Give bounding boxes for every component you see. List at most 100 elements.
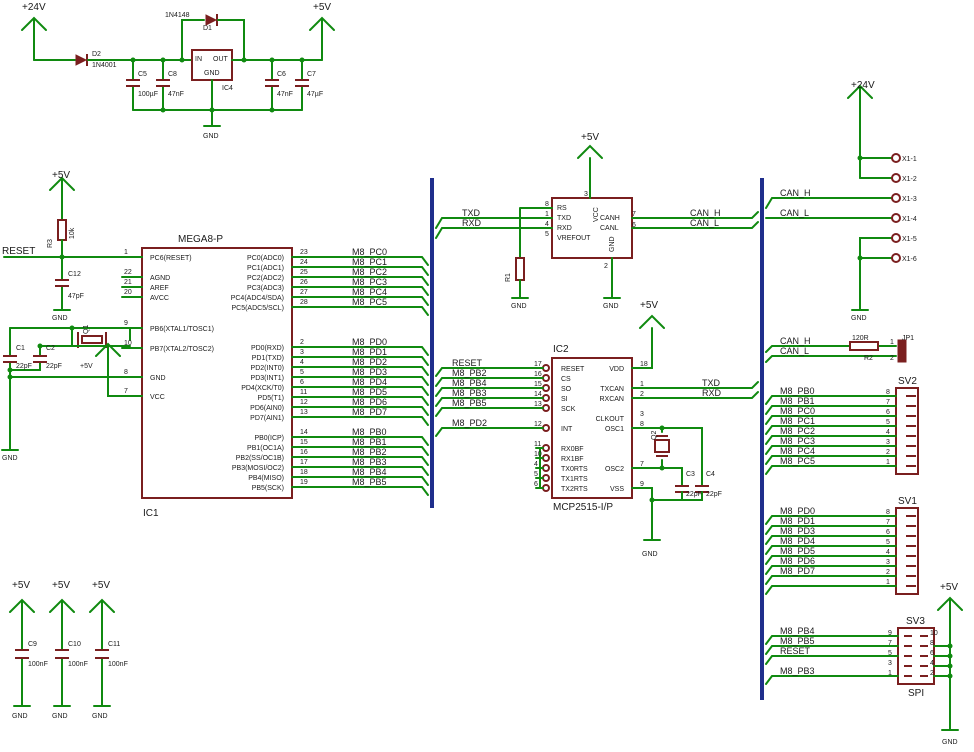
ic1-left-pin-num: 7 bbox=[124, 388, 128, 395]
r1-ref: R1 bbox=[505, 273, 512, 282]
can-transceiver: +5V RS TXD RXD VREFOUT 8 1 4 5 VCC GND C… bbox=[435, 132, 759, 310]
ic1-left-pin-name: PB7(XTAL2/TOSC2) bbox=[150, 346, 214, 353]
ic2-left-pin-num: 11 bbox=[534, 441, 541, 448]
sv3-pin-right-num: 10 bbox=[930, 630, 938, 637]
sv3-pin-left-num: 3 bbox=[888, 660, 892, 667]
sv3-pin-left-num: 7 bbox=[888, 640, 892, 647]
jp1-termination: 120R R2 CAN_H CAN_L JP1 1 2 bbox=[765, 335, 914, 363]
x1-gnd-label: GND bbox=[851, 315, 867, 322]
header-pin-num: 6 bbox=[886, 409, 890, 416]
ic2-right-pin-num: 7 bbox=[640, 461, 644, 468]
header-pin-num: 1 bbox=[886, 579, 890, 586]
ic2-net-label: M8_PD2 bbox=[452, 418, 487, 428]
ic2-left-pin-name: INT bbox=[561, 426, 573, 433]
sv3-pin-left-num: 5 bbox=[888, 650, 892, 657]
header-pin-num: 8 bbox=[886, 389, 890, 396]
ic1-part-label: MEGA8-P bbox=[178, 234, 223, 245]
ic2-right-pin-num: 3 bbox=[640, 411, 644, 418]
header-net-label: M8_PC2 bbox=[780, 426, 815, 436]
xcvr-pin-6-num: 6 bbox=[632, 222, 636, 229]
bypass-gnd-label: GND bbox=[92, 713, 108, 720]
header-wire bbox=[765, 585, 897, 595]
ic1-right-net-wire bbox=[291, 416, 429, 426]
r3-value: 10k bbox=[69, 227, 76, 239]
ic1-right-pin-name: PB2(SS/OC1B) bbox=[236, 455, 284, 462]
ic2-net-label: RESET bbox=[452, 358, 483, 368]
ic1-right-pin-num: 11 bbox=[300, 389, 307, 396]
x1-terminal bbox=[891, 253, 901, 263]
bypass-cap-value: 100nF bbox=[28, 661, 48, 668]
header-net-label: M8_PD7 bbox=[780, 566, 815, 576]
bypass-caps: +5VC9100nFGND+5VC10100nFGND+5VC11100nFGN… bbox=[9, 580, 128, 720]
ic1-right-net-wire bbox=[291, 436, 429, 446]
header-wire bbox=[765, 535, 897, 545]
header-pin-num: 3 bbox=[886, 439, 890, 446]
x1-terminal bbox=[891, 233, 901, 243]
sv3-junction bbox=[947, 653, 953, 659]
sv3-pin-right-num: 6 bbox=[930, 650, 934, 657]
ic1-left-pin-num: 1 bbox=[124, 249, 128, 256]
ic2-left-wire bbox=[435, 387, 544, 397]
ic1-left-pin-num: 10 bbox=[124, 340, 132, 347]
q1-ref: Q1 bbox=[83, 325, 90, 334]
jp1-pin1: 1 bbox=[890, 339, 894, 346]
sv3-net-label: M8_PB4 bbox=[780, 626, 815, 636]
supply-24v-x1-label: +24V bbox=[851, 80, 875, 91]
ic1-right-pin-num: 14 bbox=[300, 429, 308, 436]
xcvr-pin-7-num: 7 bbox=[632, 211, 636, 218]
header-pin-num: 1 bbox=[886, 459, 890, 466]
ic1-right-net-wire bbox=[291, 486, 429, 496]
header-net-label: M8_PD0 bbox=[780, 506, 815, 516]
sv2-rows: 8M8_PB07M8_PB16M8_PC05M8_PC14M8_PC23M8_P… bbox=[765, 386, 916, 475]
sv3-junction bbox=[947, 643, 953, 649]
ic1-right-net-wire bbox=[291, 356, 429, 366]
ic1-net-label: M8_PB4 bbox=[352, 467, 387, 477]
header-pin-num: 5 bbox=[886, 539, 890, 546]
xcvr-gnd-label: GND bbox=[603, 303, 619, 310]
sv3-junction bbox=[947, 673, 953, 679]
ic1-net-label: M8_PB0 bbox=[352, 427, 387, 437]
ic4-out-pin: OUT bbox=[213, 56, 229, 63]
sv3-net-label: M8_PB3 bbox=[780, 666, 815, 676]
ic2-right-pin-name: CLKOUT bbox=[596, 416, 625, 423]
c3-ref: C3 bbox=[686, 471, 695, 478]
ic1-right-net-wire bbox=[291, 396, 429, 406]
xcvr-pin-8-num: 8 bbox=[545, 201, 549, 208]
sv1-rows: 8M8_PD07M8_PD16M8_PD35M8_PD44M8_PD53M8_P… bbox=[765, 506, 916, 595]
c12-ref: C12 bbox=[68, 271, 81, 278]
ic1-right-net-wire bbox=[291, 266, 429, 276]
sv3-junction bbox=[947, 663, 953, 669]
xcvr-pin-2-num: 2 bbox=[604, 263, 608, 270]
ic1-net-label: M8_PC5 bbox=[352, 297, 387, 307]
sv3-net-label: M8_PB5 bbox=[780, 636, 815, 646]
xcvr-canl-label: CANL bbox=[600, 225, 619, 232]
header-wire bbox=[765, 445, 897, 455]
ic1-net-label: M8_PB1 bbox=[352, 437, 387, 447]
bypass-cap-value: 100nF bbox=[68, 661, 88, 668]
ic1-right-pin-num: 26 bbox=[300, 279, 308, 286]
ic1-right-pin-num: 12 bbox=[300, 399, 308, 406]
ic1-right-pin-num: 27 bbox=[300, 289, 308, 296]
sv3-gnd-label: GND bbox=[942, 739, 958, 746]
ic1-left-pin-name: PB6(XTAL1/TOSC1) bbox=[150, 326, 214, 333]
header-net-label: M8_PB1 bbox=[780, 396, 815, 406]
c5-value: 100µF bbox=[138, 91, 158, 98]
header-net-label: M8_PC4 bbox=[780, 446, 815, 456]
ic1-net-label: M8_PD7 bbox=[352, 407, 387, 417]
ic1-right-pin-name: PD6(AIN0) bbox=[250, 405, 284, 412]
ic1-right-net-wire bbox=[291, 286, 429, 296]
ic2-left-pin-num: 6 bbox=[534, 481, 538, 488]
jp1-pin2: 2 bbox=[890, 355, 894, 362]
ic1-right-pin-num: 24 bbox=[300, 259, 308, 266]
header-pin-num: 5 bbox=[886, 419, 890, 426]
r2-ref: R2 bbox=[864, 355, 873, 362]
ic2-left-pin-num: 17 bbox=[534, 361, 542, 368]
supply-5v-xcvr-label: +5V bbox=[581, 132, 599, 143]
ic1-right-pin-num: 17 bbox=[300, 459, 308, 466]
xcvr-pin-txd: TXD bbox=[557, 215, 571, 222]
ic1-left-pin-name: GND bbox=[150, 375, 166, 382]
ic1-right-pin-num: 16 bbox=[300, 449, 308, 456]
ic2-net-label: M8_PB4 bbox=[452, 378, 487, 388]
xcvr-pin-rxd: RXD bbox=[557, 225, 572, 232]
